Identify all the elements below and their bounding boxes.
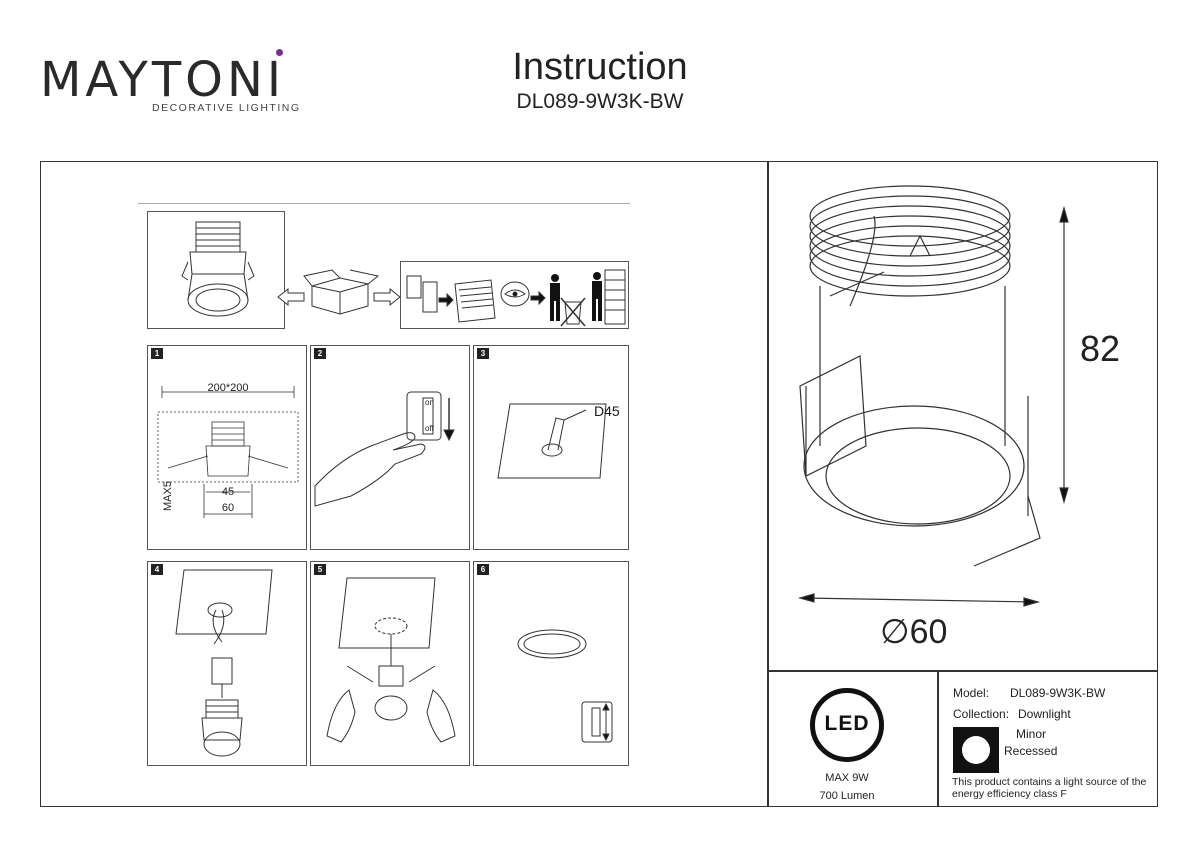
switch-on-label: on <box>425 398 434 407</box>
step5-insert-diagram <box>326 577 456 743</box>
step-number: 3 <box>477 348 489 359</box>
led-badge-icon <box>810 688 884 762</box>
unbox-arrows <box>277 269 401 315</box>
dim-cutout-label: 200*200 <box>207 382 249 394</box>
switch-off-label: off <box>425 424 434 433</box>
step1-cutout-diagram <box>157 386 299 518</box>
led-badge-label: LED <box>824 712 870 735</box>
diameter-value: 60 <box>909 613 948 651</box>
recessed-mount-icon-hole <box>962 736 990 764</box>
dim-hole-label: 45 <box>221 486 235 498</box>
step-box-2: 2 on off <box>310 345 470 550</box>
step-number: 1 <box>151 348 163 359</box>
mount-type: Recessed <box>1004 744 1058 758</box>
dim-diameter-label: 60 <box>221 502 235 514</box>
brand-tagline: DECORATIVE LIGHTING <box>152 102 301 114</box>
product-dimension-drawing <box>797 185 1069 607</box>
instruction-frame <box>40 161 1158 807</box>
divider-vertical <box>767 161 769 807</box>
step-number: 4 <box>151 564 163 575</box>
step6-finished-diagram <box>517 629 613 743</box>
drill-size-label: D45 <box>594 403 620 419</box>
logo-dot <box>276 49 283 56</box>
disposal-sketch-icon <box>406 269 626 327</box>
page-title: Instruction <box>512 46 688 88</box>
step4-wiring-diagram <box>175 569 273 757</box>
step-box-5: 5 <box>310 561 470 766</box>
divider-spec <box>937 670 939 807</box>
overview-disposal-box <box>400 261 629 329</box>
step-box-3: 3 D45 <box>473 345 629 550</box>
height-dimension: 82 <box>1080 328 1121 369</box>
step-box-1: 1 200*200 MAX5 45 60 <box>147 345 307 550</box>
collection-value: Downlight <box>1018 707 1071 721</box>
model-label: Model: <box>953 686 990 700</box>
diameter-symbol: ∅ <box>880 613 910 651</box>
diameter-dimension: ∅60 <box>880 612 947 652</box>
step-number: 6 <box>477 564 489 575</box>
series-name: Minor <box>1016 727 1047 741</box>
steps-top-rule <box>138 203 630 204</box>
model-code: DL089-9W3K-BW <box>516 90 684 113</box>
step3-drill-diagram <box>497 403 607 479</box>
led-power: MAX 9W <box>825 772 869 784</box>
divider-horizontal <box>767 670 1158 672</box>
step-box-6: 6 <box>473 561 629 766</box>
step-number: 2 <box>314 348 326 359</box>
energy-class-note: This product contains a light source of … <box>952 776 1147 800</box>
step-box-4: 4 <box>147 561 307 766</box>
step-number: 5 <box>314 564 326 575</box>
overview-product-box <box>147 211 285 329</box>
led-lumen: 700 Lumen <box>819 790 875 802</box>
step2-switch-off-diagram <box>314 391 455 507</box>
product-sketch-icon <box>181 221 255 317</box>
brand-logo: MAYTONI <box>40 52 286 108</box>
model-value: DL089-9W3K-BW <box>1010 686 1106 700</box>
collection-label: Collection: <box>953 707 1010 721</box>
